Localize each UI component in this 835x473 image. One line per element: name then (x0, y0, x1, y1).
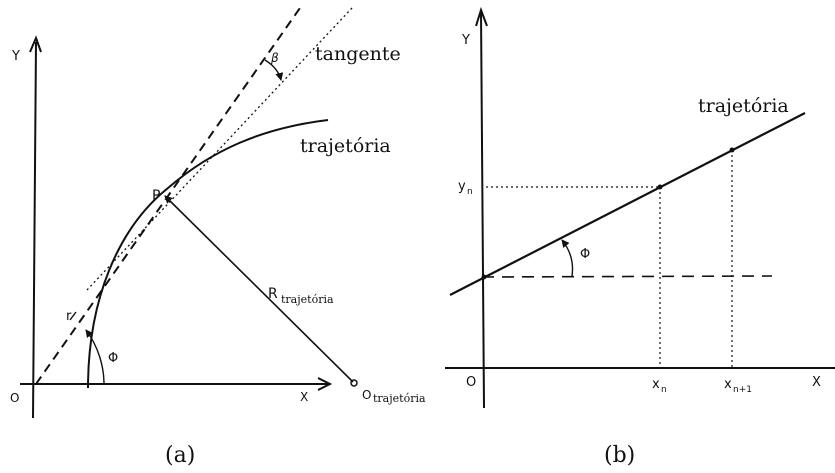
a-origin-label: O (10, 391, 19, 405)
b-phi-arc (561, 239, 574, 277)
a-beta-arc (264, 59, 284, 81)
a-phi-label: Φ (108, 351, 118, 366)
b-yn-subscript: n (467, 187, 473, 197)
b-trajectory-line (449, 112, 806, 296)
a-radius-subscript: trajetória (281, 293, 334, 306)
a-trajectory-curve (87, 119, 329, 389)
a-beta-label: β (270, 51, 279, 65)
b-xn-label: x (652, 377, 660, 392)
a-r-tick (69, 311, 77, 321)
b-point-n (657, 184, 663, 190)
b-xn-subscript: n (661, 385, 667, 395)
a-r-label: r (66, 309, 72, 324)
a-center-label: O (362, 388, 371, 402)
b-trajectory-label: trajetória (698, 95, 789, 117)
b-horizontal-dashed (481, 275, 773, 278)
a-phi-arc (85, 329, 105, 385)
b-xn1-subscript: n+1 (733, 385, 752, 395)
a-y-axis (32, 41, 37, 419)
b-caption: (b) (604, 443, 635, 468)
b-y-axis-arrow (475, 6, 488, 27)
a-point-label: P (152, 188, 160, 204)
a-dashed-line (35, 7, 301, 385)
a-center-point (350, 379, 358, 387)
diagram-b: Y X O trajetória y n x n x n+1 Φ (b) (445, 6, 835, 468)
b-y-axis-label: Y (461, 33, 470, 48)
a-y-axis-label: Y (11, 49, 20, 64)
a-radius-line (164, 195, 354, 383)
diagram-a: Y X O tangente trajetória P R trajetória… (10, 7, 426, 468)
a-x-axis-arrow (317, 377, 333, 391)
b-intercept-point (481, 274, 487, 280)
a-x-axis-label: X (300, 390, 308, 404)
b-y-axis (480, 11, 485, 409)
a-caption: (a) (165, 443, 195, 468)
b-xn1-label: x (724, 377, 732, 392)
a-radius-label: R (268, 286, 278, 302)
b-origin-label: O (466, 375, 476, 390)
a-tangent-label: tangente (315, 43, 401, 65)
b-phi-label: Φ (580, 247, 590, 262)
b-yn-label: y (458, 179, 466, 194)
a-center-subscript: trajetória (373, 392, 426, 405)
a-trajectory-label: trajetória (300, 135, 391, 157)
b-x-axis-label: X (812, 375, 821, 390)
a-y-axis-arrow (29, 35, 42, 53)
b-point-n1 (729, 147, 735, 153)
